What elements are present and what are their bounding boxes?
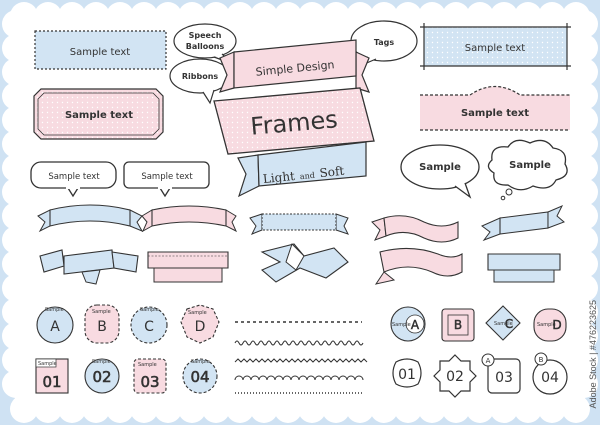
badge-b-label: Sample	[92, 309, 111, 315]
right-badge-b-letter: B	[454, 318, 462, 332]
badge-number-02: Sample 02	[84, 358, 120, 394]
badge-02-label: Sample	[92, 359, 111, 365]
ribbon-1-blue-arc	[37, 204, 144, 233]
tag-frame-pink-text: Sample text	[461, 108, 529, 119]
badge-number-01: Sample 01	[35, 358, 69, 394]
title-ribbon-bottom: Light and Soft	[237, 141, 367, 198]
right-badge-04-number: 04	[541, 370, 559, 386]
tag-frame-blue-text: Sample text	[465, 43, 525, 54]
ribbon-2-pink-arc	[141, 205, 238, 233]
badge-04-number: 04	[190, 368, 209, 386]
title-ribbon-top: Simple Design	[218, 39, 371, 93]
right-badge-letter-c: Sample C	[485, 305, 521, 341]
ribbon-3-blue-flat	[249, 213, 349, 235]
right-badge-d-label: Sample	[537, 322, 556, 328]
ribbon-6-blue-zigzag	[39, 249, 139, 285]
right-badge-number-01: 01	[392, 358, 422, 388]
badge-a-label: Sample	[45, 307, 64, 313]
badge-a-letter: A	[50, 319, 60, 335]
ribbon-4-pink-wave	[371, 215, 459, 243]
right-badge-c-label: Sample	[494, 321, 513, 327]
frame-rect-blue-text: Sample text	[70, 47, 130, 58]
callout-tags-text: Tags	[374, 38, 395, 47]
right-badge-number-03: A 03	[481, 353, 521, 394]
title-and: and	[299, 171, 315, 182]
badge-number-04: Sample 04	[182, 358, 218, 394]
right-badge-letter-b: B	[441, 308, 475, 342]
balloon-cloud: Sample	[487, 139, 568, 201]
ribbon-5-blue-angled	[481, 205, 565, 242]
right-badge-corner-b: B	[539, 356, 544, 364]
tag-frame-blue: Sample text	[420, 23, 571, 70]
badge-c-letter: C	[144, 319, 154, 335]
badge-02-number: 02	[92, 368, 111, 386]
badge-letter-d: Sample D	[180, 304, 220, 344]
right-badge-02-number: 02	[446, 369, 464, 385]
stock-watermark-id: Adobe Stock | #476223625	[588, 300, 598, 409]
callout-ribbons: Ribbons	[169, 58, 231, 105]
right-badge-a-letter: A	[411, 318, 420, 332]
ribbon-9-pink-curl	[374, 247, 463, 285]
right-badge-letter-d: Sample D	[533, 308, 567, 342]
frame-rect-blue: Sample text	[34, 30, 167, 70]
ribbon-7-pink-fold	[147, 251, 229, 283]
balloon-oval: Sample	[400, 144, 480, 199]
badge-letter-c: Sample C	[130, 306, 168, 344]
badge-01-number: 01	[42, 373, 61, 391]
right-badge-03-number: 03	[495, 370, 513, 386]
right-badge-d-letter: D	[552, 318, 561, 332]
speech-pill-right-text: Sample text	[141, 172, 193, 182]
right-badge-a-label: Sample	[392, 322, 411, 328]
speech-pill-left: Sample text	[30, 161, 117, 198]
speech-pill-left-text: Sample text	[48, 172, 100, 182]
title-soft: Soft	[319, 164, 345, 181]
frame-rect-pink: Sample text	[33, 88, 164, 140]
badge-letter-b: Sample B	[84, 304, 120, 344]
tag-frame-pink: Sample text	[420, 85, 570, 131]
divider-lines	[234, 321, 368, 394]
badge-d-label: Sample	[188, 310, 207, 316]
callout-speech-line1: Speech	[189, 31, 222, 40]
badge-03-label: Sample	[138, 362, 157, 368]
callout-ribbons-text: Ribbons	[182, 72, 219, 81]
title-main-banner: Frames	[213, 87, 375, 155]
speech-pill-right: Sample text	[123, 161, 210, 198]
badge-letter-a: Sample A	[36, 306, 74, 344]
badge-b-letter: B	[97, 319, 107, 335]
right-badge-01-number: 01	[398, 367, 416, 383]
title-light: Light	[262, 169, 296, 186]
right-badge-c-letter: C	[505, 317, 513, 331]
badge-04-label: Sample	[191, 359, 210, 365]
callout-speech-line2: Balloons	[186, 42, 225, 51]
right-badge-number-04: B 04	[532, 352, 568, 395]
badge-number-03: Sample 03	[133, 358, 167, 394]
ribbon-8-blue-twist-arrow	[260, 243, 349, 283]
frame-rect-pink-text: Sample text	[65, 110, 133, 121]
badge-03-number: 03	[140, 373, 159, 391]
badge-c-label: Sample	[140, 307, 159, 313]
balloon-oval-text: Sample	[419, 162, 461, 173]
ribbon-10-blue-fold	[487, 253, 561, 283]
right-badge-corner-a: A	[486, 357, 491, 365]
right-badge-number-02: 02	[433, 354, 477, 398]
right-badge-letter-a: Sample A	[390, 306, 426, 342]
balloon-cloud-text: Sample	[509, 160, 551, 171]
badge-d-letter: D	[195, 319, 206, 335]
badge-01-label: Sample	[38, 361, 57, 367]
